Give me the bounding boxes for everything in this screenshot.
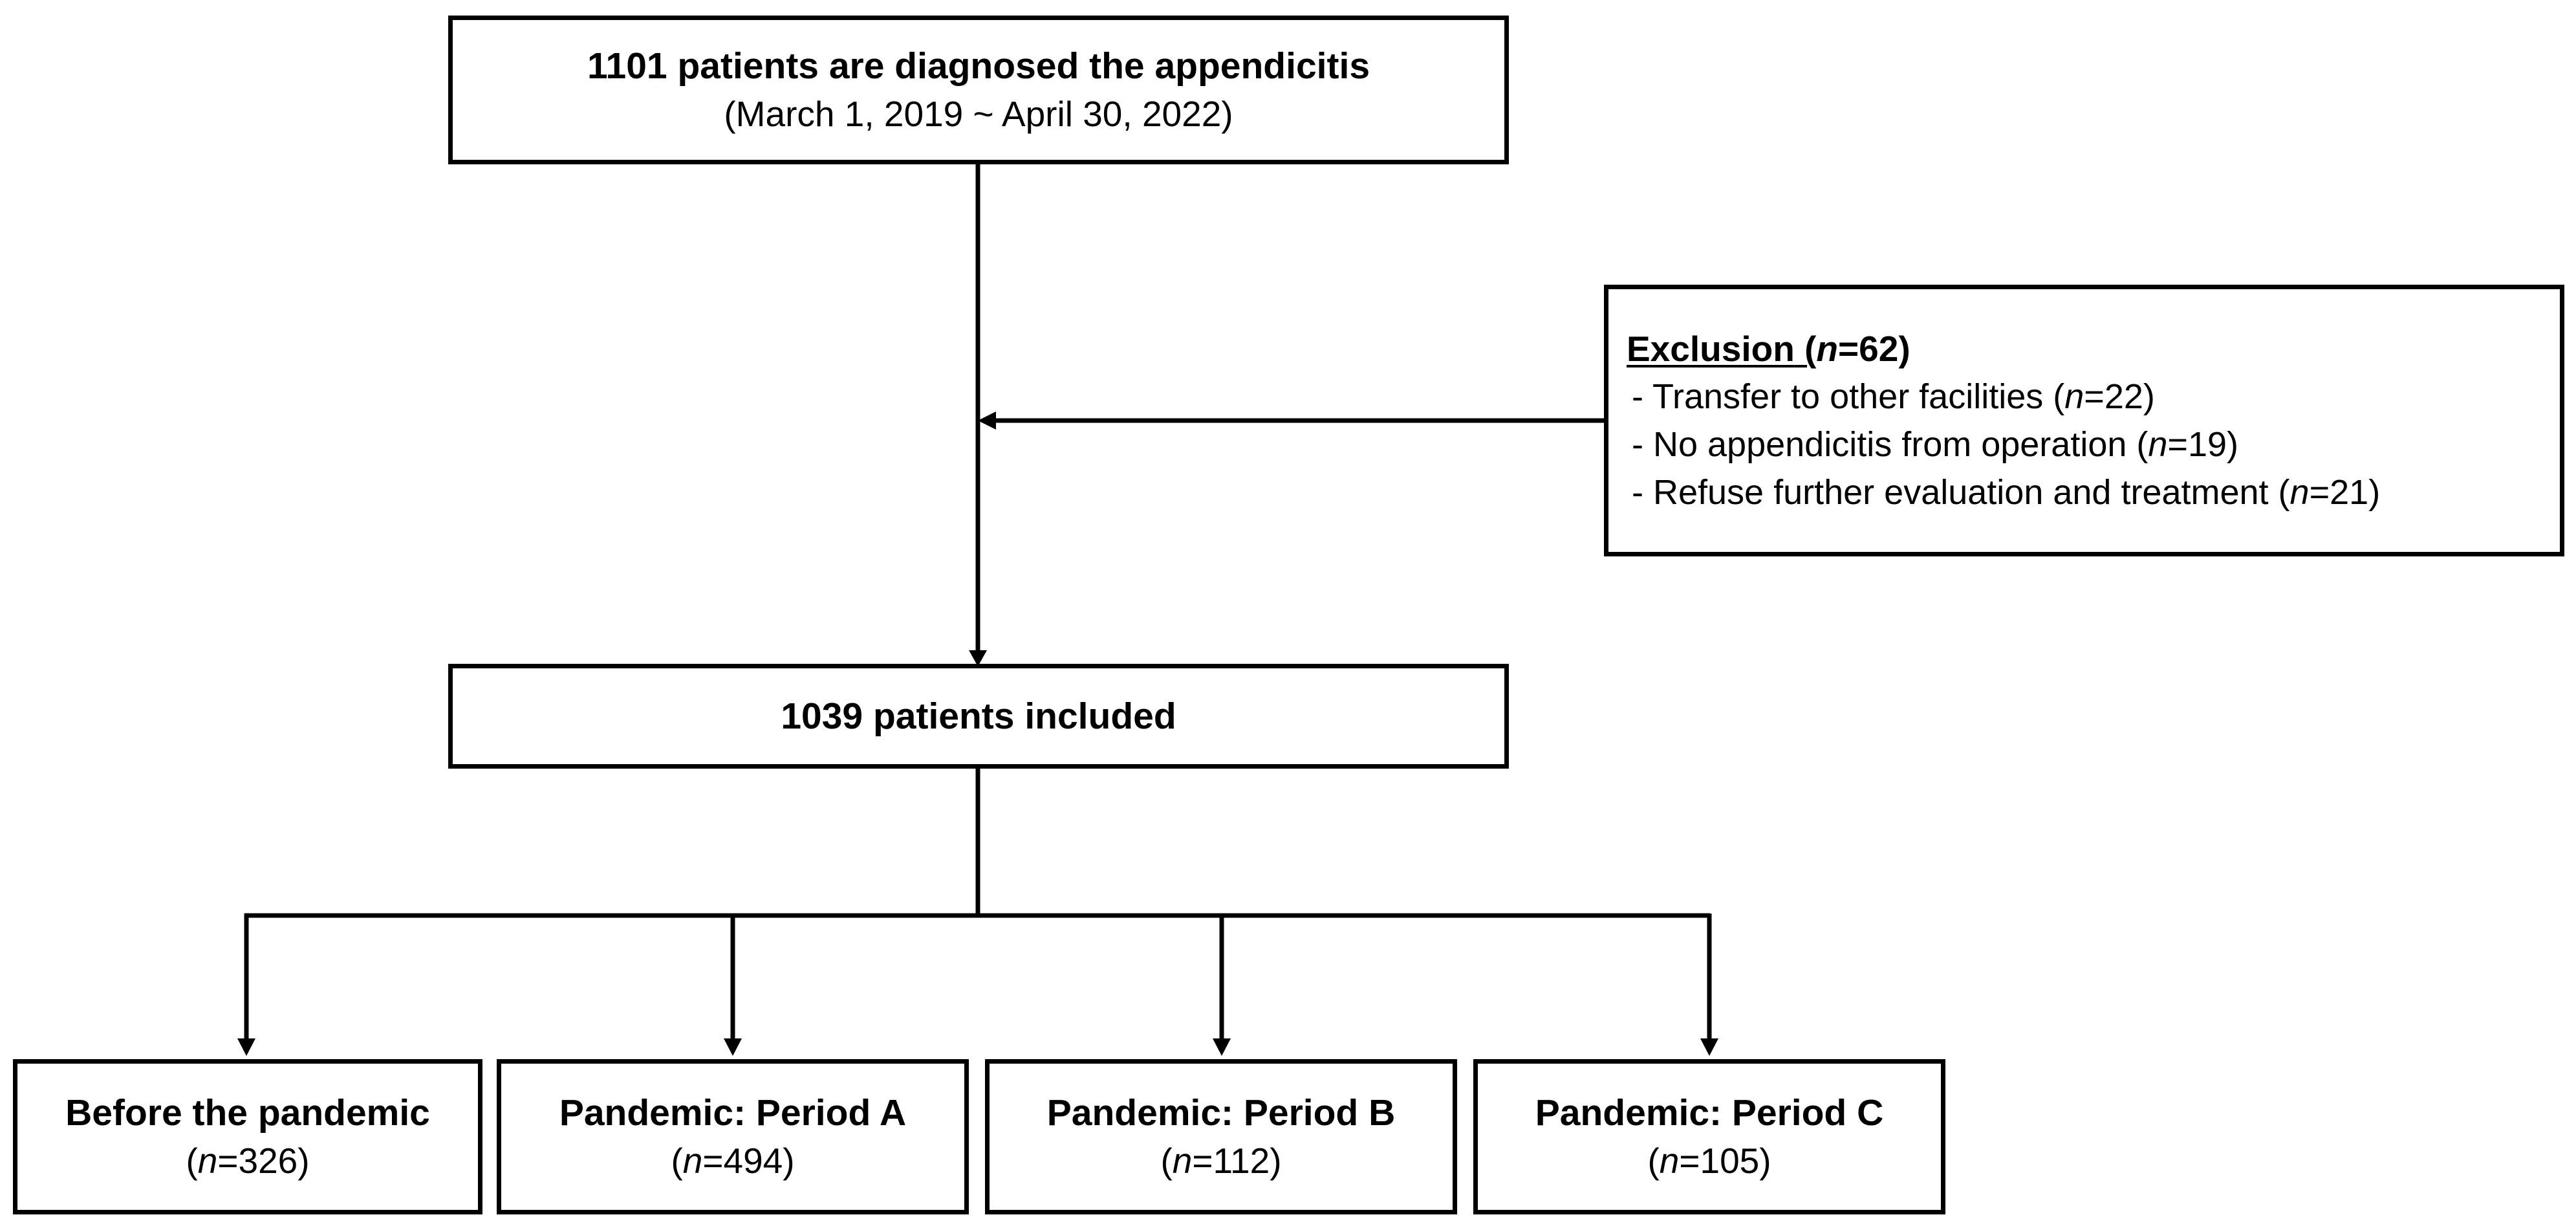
group-count-n: n [1659, 1141, 1680, 1181]
group-title: Before the pandemic [65, 1092, 430, 1134]
exclusion-item-n: n [2064, 377, 2084, 416]
exclusion-item-value: =19) [2167, 425, 2239, 464]
arrowhead-period-a [724, 1038, 742, 1056]
exclusion-item-text: - No appendicitis from operation ( [1632, 425, 2148, 464]
exclusion-item: - Transfer to other facilities (n=22) [1627, 373, 2155, 421]
group-count-n: n [197, 1141, 218, 1181]
exclusion-item-text: - Transfer to other facilities ( [1632, 377, 2065, 416]
group-title: Pandemic: Period C [1535, 1092, 1884, 1134]
group-count-value: =105) [1679, 1141, 1771, 1181]
included-title: 1039 patients included [781, 696, 1176, 737]
exclusion-item: - No appendicitis from operation (n=19) [1627, 421, 2238, 468]
group-box-period-c: Pandemic: Period C (n=105) [1473, 1059, 1945, 1214]
group-count-value: =112) [1192, 1141, 1282, 1181]
group-count-n: n [1172, 1141, 1193, 1181]
included-box: 1039 patients included [448, 664, 1509, 769]
exclusion-heading-label: Exclusion [1627, 329, 1795, 369]
arrowhead-period-b [1213, 1038, 1231, 1056]
group-title: Pandemic: Period A [559, 1092, 907, 1134]
group-count-open: ( [671, 1141, 683, 1181]
arrowhead-before [237, 1038, 255, 1056]
exclusion-item-n: n [2148, 425, 2168, 464]
group-count-value: =326) [217, 1141, 310, 1181]
group-count: (n=326) [186, 1137, 309, 1185]
group-box-period-a: Pandemic: Period A (n=494) [497, 1059, 969, 1214]
exclusion-item-n: n [2289, 473, 2310, 512]
diagnosed-period: (March 1, 2019 ~ April 30, 2022) [724, 94, 1233, 134]
arrowhead-period-c [1700, 1038, 1718, 1056]
group-count: (n=494) [671, 1137, 794, 1185]
group-count-open: ( [186, 1141, 198, 1181]
exclusion-heading-open: ( [1804, 329, 1817, 369]
group-title: Pandemic: Period B [1046, 1092, 1396, 1134]
exclusion-heading: Exclusion (n=62) [1627, 325, 1910, 373]
group-count: (n=112) [1160, 1137, 1281, 1185]
exclusion-item-value: =21) [2309, 473, 2381, 512]
group-count-open: ( [1160, 1141, 1173, 1181]
group-count-open: ( [1647, 1141, 1660, 1181]
diagnosed-box: 1101 patients are diagnosed the appendic… [448, 16, 1509, 164]
group-count-value: =494) [702, 1141, 795, 1181]
arrowhead-exclusion [978, 411, 996, 430]
arrowhead-included [969, 650, 987, 666]
exclusion-heading-n: n [1816, 329, 1839, 369]
group-count: (n=105) [1647, 1137, 1771, 1185]
exclusion-box: Exclusion (n=62) - Transfer to other fac… [1604, 285, 2564, 556]
diagnosed-title: 1101 patients are diagnosed the appendic… [587, 45, 1370, 87]
exclusion-heading-value: =62) [1838, 329, 1910, 369]
exclusion-item: - Refuse further evaluation and treatmen… [1627, 468, 2380, 516]
exclusion-item-value: =22) [2084, 377, 2155, 416]
group-box-period-b: Pandemic: Period B (n=112) [985, 1059, 1457, 1214]
group-box-before-pandemic: Before the pandemic (n=326) [13, 1059, 482, 1214]
group-count-n: n [682, 1141, 703, 1181]
exclusion-item-text: - Refuse further evaluation and treatmen… [1632, 473, 2290, 512]
